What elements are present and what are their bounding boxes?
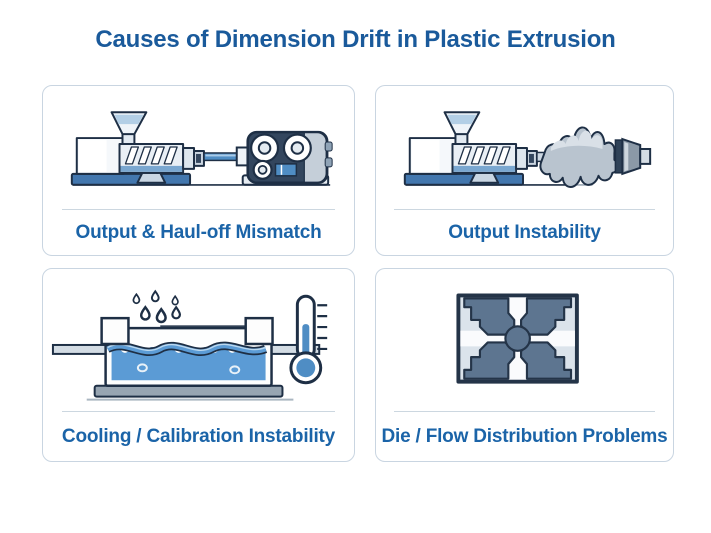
panel-caption: Output & Haul-off Mismatch [75,221,322,243]
caption-divider [61,209,336,210]
inlet-pipe-icon [51,343,109,355]
extruder-wavy-extrudate-illustration [403,111,652,188]
water-bath-thermometer-illustration [51,290,328,401]
panel-caption: Die / Flow Distribution Problems [381,425,668,447]
calibrator-block-icon [244,316,274,346]
page-title: Causes of Dimension Drift in Plastic Ext… [95,26,616,53]
die-plate-icon [456,293,579,384]
panel-caption: Output Instability [448,221,601,243]
water-drops-icon [132,290,182,324]
wavy-extrudate-icon [539,126,619,188]
die-cross-section-illustration [456,293,579,384]
water-tank-icon [86,326,294,401]
panel-cooling-calibration-instability: Cooling / Calibration Instability [42,268,355,462]
panel-caption: Cooling / Calibration Instability [61,425,336,447]
panel-die-flow-distribution: Die / Flow Distribution Problems [375,268,674,462]
die-head-icon [614,137,652,176]
thermometer-icon [289,294,328,385]
panel-output-instability: Output Instability [375,85,674,256]
hauloff-unit-icon [241,130,333,186]
panel-output-hauloff-mismatch: Output & Haul-off Mismatch [42,85,355,256]
extruder-hauloff-illustration [70,111,333,186]
caption-divider [61,411,336,412]
caption-divider [393,209,656,210]
extrudate-strand-icon [105,341,268,357]
caption-divider [393,411,656,412]
calibrator-block-icon [100,316,130,346]
